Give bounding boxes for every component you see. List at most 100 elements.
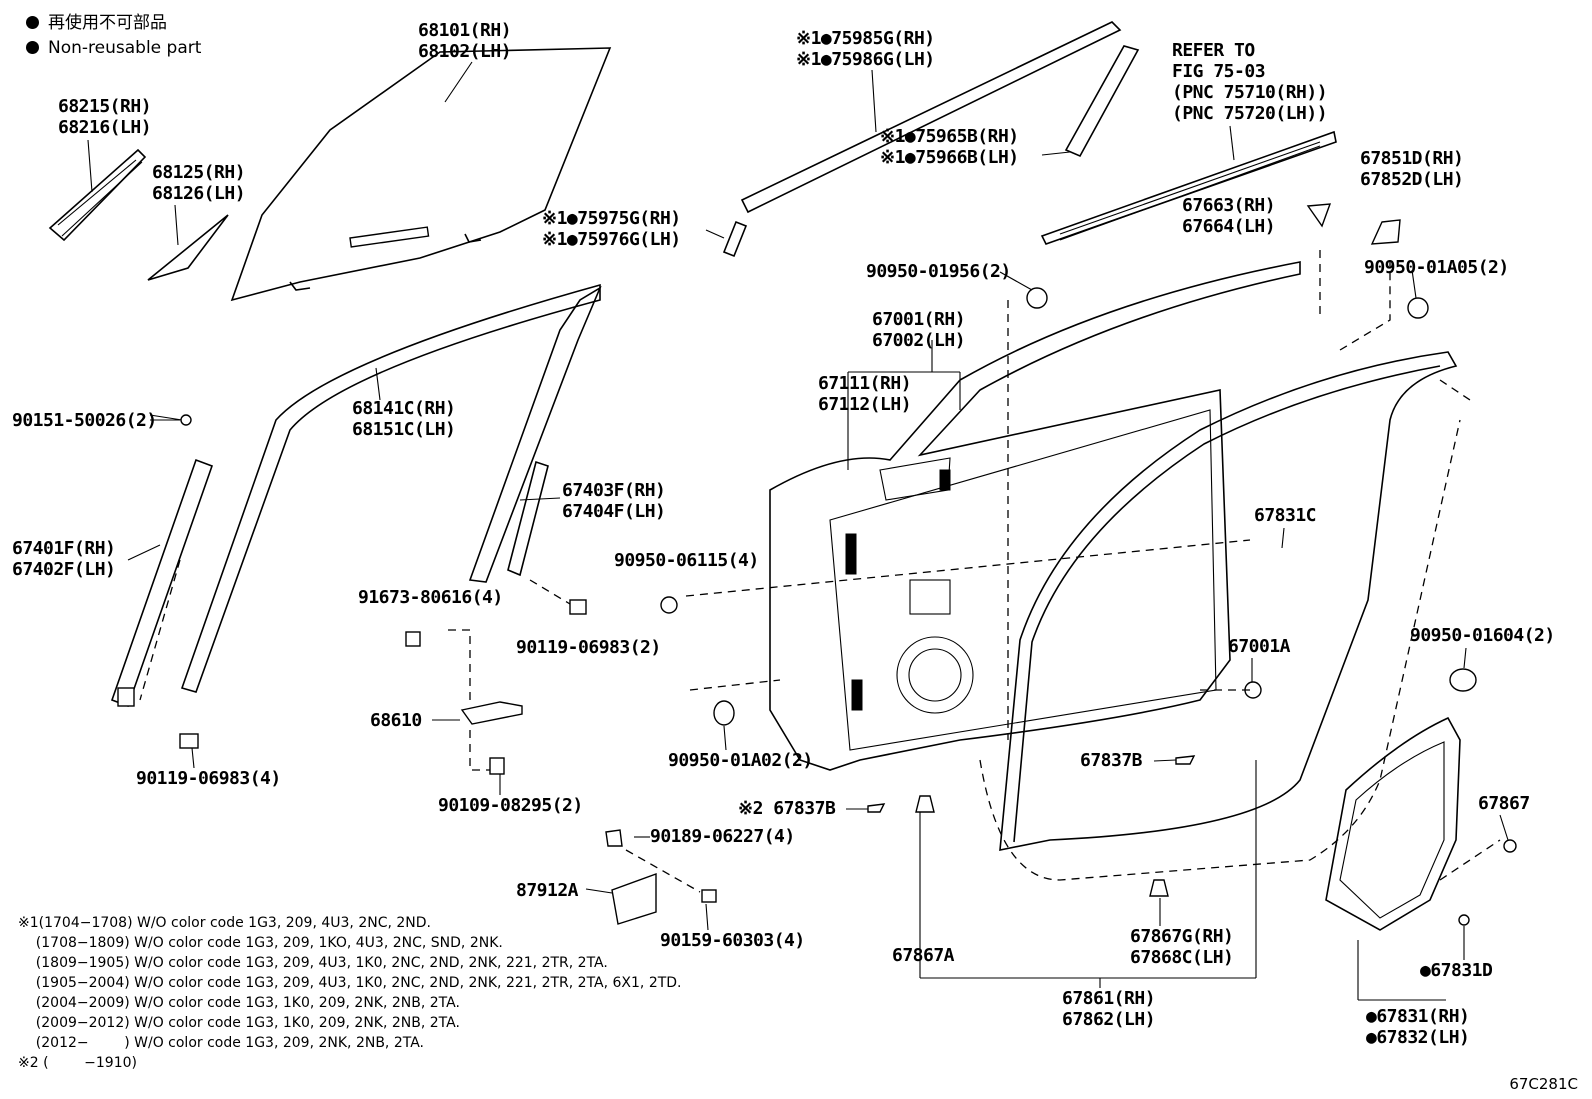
part-number: ●67831(RH) [1366, 1006, 1470, 1027]
part-label-90950-01956: 90950-01956(2) [866, 261, 1011, 282]
part-label-67001: 67001(RH)67002(LH) [872, 309, 966, 351]
part-number: ※1●75965B(RH) [880, 126, 1019, 147]
part-number: 67002(LH) [872, 330, 966, 351]
quarter-glass [147, 204, 229, 281]
part-label-67401: 67401F(RH)67402F(LH) [12, 538, 116, 580]
part-label-67867A: 67867A [892, 945, 955, 966]
part-number: 90151-50026(2) [12, 410, 157, 431]
part-label-90119-4: 90119-06983(4) [136, 768, 281, 789]
part-label-67867G: 67867G(RH)67868C(LH) [1130, 926, 1234, 968]
footnote-line: ※2 ( −1910) [18, 1055, 137, 1071]
part-label-67837B: 67837B [1080, 750, 1143, 771]
part-number: 90950-01A05(2) [1364, 257, 1509, 278]
non-reusable-dot-icon [26, 41, 39, 54]
part-label-68141: 68141C(RH)68151C(LH) [352, 398, 456, 440]
part-number: ●67831D [1420, 960, 1493, 981]
part-number: FIG 75-03 [1172, 61, 1266, 82]
part-label-67861: 67861(RH)67862(LH) [1062, 988, 1156, 1030]
part-number: 68102(LH) [418, 41, 512, 62]
part-number: 67868C(LH) [1130, 947, 1234, 968]
leader-lines [150, 269, 1509, 988]
part-number: 90950-01604(2) [1410, 625, 1555, 646]
part-label-90950-06115: 90950-06115(4) [614, 550, 759, 571]
part-label-90950-01604: 90950-01604(2) [1410, 625, 1555, 646]
part-label-67831C: 67831C [1254, 505, 1317, 526]
part-number: 67851D(RH) [1360, 148, 1464, 169]
footnote-line: (1708−1809) W/O color code 1G3, 209, 1KO… [18, 935, 503, 951]
part-label-68215: 68215(RH)68216(LH) [58, 96, 152, 138]
part-number: 68141C(RH) [352, 398, 456, 419]
part-number: 67402F(LH) [12, 559, 116, 580]
lower-frame-lh [507, 460, 561, 577]
footnote-line: (2012− ) W/O color code 1G3, 209, 2NK, 2… [18, 1035, 424, 1051]
part-number: ※1●75966B(LH) [880, 147, 1019, 168]
speaker-bracket [585, 873, 657, 925]
part-label-90950-01A05: 90950-01A05(2) [1364, 257, 1509, 278]
part-number: 68126(LH) [152, 183, 246, 204]
part-number: (PNC 75710(RH)) [1172, 82, 1328, 103]
part-label-75975: ※1●75975G(RH)※1●75976G(LH) [542, 208, 681, 250]
part-number: 67861(RH) [1062, 988, 1156, 1009]
part-number: 68125(RH) [152, 162, 246, 183]
legend-en: Non-reusable part [26, 37, 201, 59]
part-number: (PNC 75720(LH)) [1172, 103, 1328, 124]
part-label-75985: ※1●75985G(RH)※1●75986G(LH) [796, 28, 935, 70]
door-hinge [432, 629, 523, 771]
part-number: REFER TO [1172, 40, 1255, 61]
part-number: ※1●75976G(LH) [542, 229, 681, 250]
part-number: ※1●75985G(RH) [796, 28, 935, 49]
part-number: 67112(LH) [818, 394, 912, 415]
part-label-67851: 67851D(RH)67852D(LH) [1360, 148, 1464, 190]
part-label-67831D: ●67831D [1420, 960, 1493, 981]
part-label-68125: 68125(RH)68126(LH) [152, 162, 246, 204]
part-number: 90119-06983(4) [136, 768, 281, 789]
belt-moulding [740, 21, 1122, 214]
part-number: 67831C [1254, 505, 1317, 526]
part-label-67867: 67867 [1478, 793, 1530, 814]
footnote-line: (2004−2009) W/O color code 1G3, 1K0, 209… [18, 995, 460, 1011]
part-number: 67664(LH) [1182, 216, 1276, 237]
part-label-91673: 91673-80616(4) [358, 587, 503, 608]
part-number: 67401F(RH) [12, 538, 116, 559]
door-glass [230, 47, 612, 302]
part-label-67663: 67663(RH)67664(LH) [1182, 195, 1276, 237]
part-label-67001A: 67001A [1228, 636, 1291, 657]
part-number: 68216(LH) [58, 117, 152, 138]
footnote-line: (1809−1905) W/O color code 1G3, 209, 4U3… [18, 955, 608, 971]
footnote-line: (1905−2004) W/O color code 1G3, 209, 4U3… [18, 975, 682, 991]
part-number: ※1●75975G(RH) [542, 208, 681, 229]
part-label-68101: 68101(RH)68102(LH) [418, 20, 512, 62]
part-number: 90189-06227(4) [650, 826, 795, 847]
door-panel [769, 261, 1301, 771]
part-number: 90950-01A02(2) [668, 750, 813, 771]
part-label-90159: 90159-60303(4) [660, 930, 805, 951]
non-reusable-dot-icon [26, 16, 39, 29]
footnote-line: (2009−2012) W/O color code 1G3, 1K0, 209… [18, 1015, 460, 1031]
lower-frame-rh [110, 414, 214, 708]
legend-en-text: Non-reusable part [48, 38, 202, 58]
part-number: 67867A [892, 945, 955, 966]
fasteners [179, 203, 1517, 926]
figure-code: 67C281C [1509, 1075, 1578, 1093]
part-label-90109: 90109-08295(2) [438, 795, 583, 816]
run-channel [180, 283, 602, 693]
part-label-90151: 90151-50026(2) [12, 410, 157, 431]
part-number: 68101(RH) [418, 20, 512, 41]
footnote-line: ※1(1704−1708) W/O color code 1G3, 209, 4… [18, 915, 431, 931]
part-number: 67852D(LH) [1360, 169, 1464, 190]
pillar-garnish [1041, 45, 1140, 158]
belt-weatherstrip-outer [1040, 125, 1337, 245]
dashed-leaders [139, 250, 1501, 893]
part-number: 67404F(LH) [562, 501, 666, 522]
part-label-67403: 67403F(RH)67404F(LH) [562, 480, 666, 522]
small-moulding [705, 220, 748, 258]
part-number: 68610 [370, 710, 422, 731]
part-label-75965: ※1●75965B(RH)※1●75966B(LH) [880, 126, 1019, 168]
part-label-87912A: 87912A [516, 880, 579, 901]
part-number: 67001(RH) [872, 309, 966, 330]
part-number: 67862(LH) [1062, 1009, 1156, 1030]
part-number: 90109-08295(2) [438, 795, 583, 816]
